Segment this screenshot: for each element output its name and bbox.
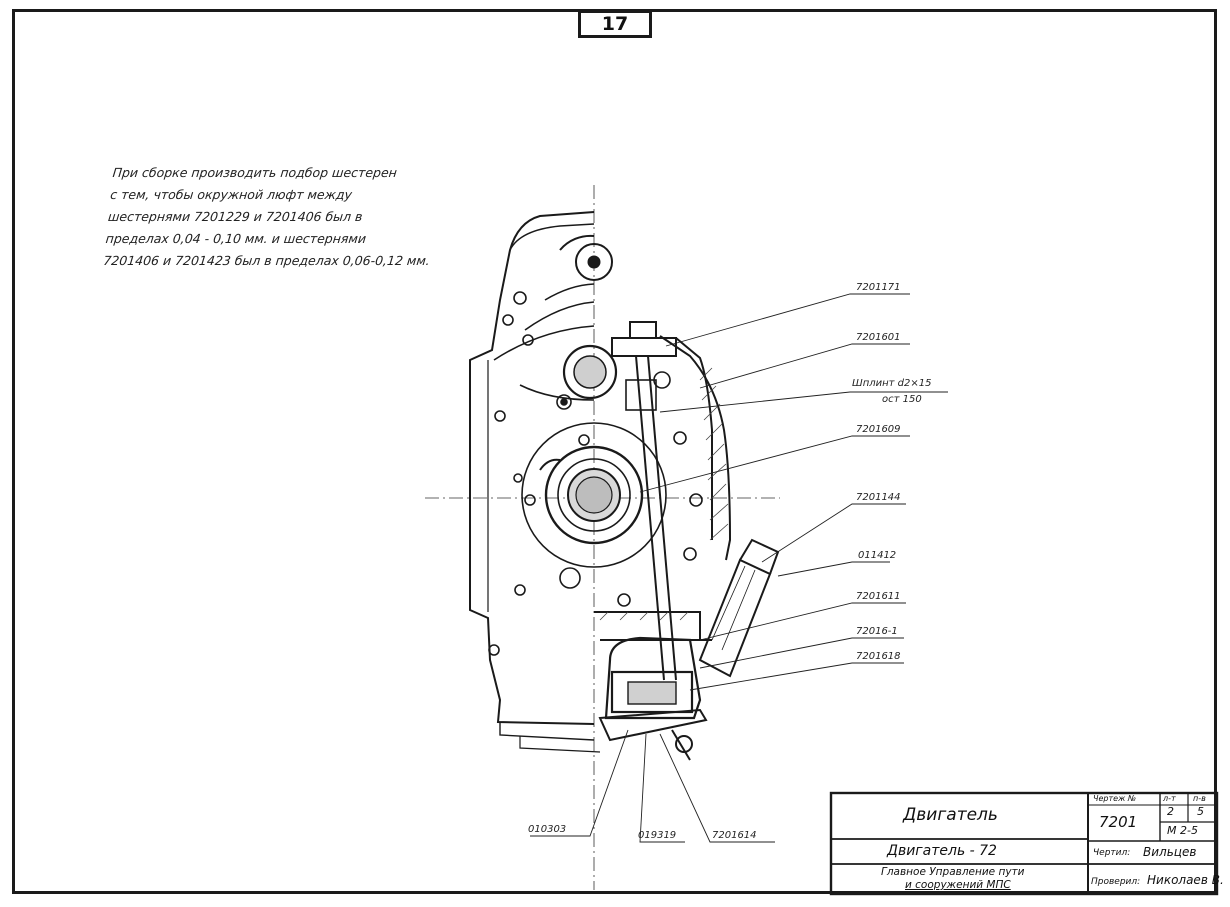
callout-7201144: 7201144 [856,492,901,503]
callout-split-pin: Шплинт d2×15 [852,378,931,389]
sheet-col2-value: 5 [1197,805,1204,818]
control-rod [610,321,694,714]
callout-7201618: 7201618 [856,651,901,662]
drawing-scale: М 2-5 [1167,824,1198,837]
drawn-label: Чертил: [1093,848,1131,858]
sheet-col1-label: л-т [1163,794,1176,803]
title-block-grid [829,791,1219,896]
housing-bolts [488,291,703,656]
title-block: Двигатель Двигатель - 72 Главное Управле… [831,793,1224,894]
callout-7201171: 7201171 [856,282,901,293]
callout-7201614: 7201614 [712,830,757,841]
sheet-col2-label: п-в [1193,794,1206,803]
callout-split-pin-standard: ост 150 [882,394,922,405]
section-hatching [599,367,729,621]
title-name: Двигатель [903,805,998,825]
housing-section [594,335,732,720]
centerlines [425,185,780,890]
callout-010303: 010303 [528,824,566,835]
callout-72016-1: 72016-1 [856,626,898,637]
checked-by: Николаев В. [1147,873,1224,887]
bottom-cover [598,708,708,761]
title-org-line1: Главное Управление пути [881,866,1025,878]
callout-7201609: 7201609 [856,424,901,435]
callout-7201611: 7201611 [856,591,901,602]
leader-lines [530,293,948,843]
callout-019319: 019319 [638,830,676,841]
middle-pinion [493,325,618,401]
inclined-plug [698,538,780,678]
upper-gear [524,234,613,331]
title-subtitle: Двигатель - 72 [887,843,997,859]
housing-outer-view [469,211,601,753]
page-number: 17 [578,10,652,38]
drawing-number: 7201 [1099,813,1138,831]
callout-011412: 011412 [858,550,896,561]
callout-7201601: 7201601 [856,332,901,343]
title-org-line2: и сооружений МПС [905,879,1011,891]
sheet-col1-value: 2 [1167,805,1174,818]
checked-label: Проверил: [1091,877,1141,887]
drawn-by: Вильцев [1143,845,1197,859]
main-bearing [521,422,667,568]
drawing-no-label: Чертеж № [1093,794,1137,803]
